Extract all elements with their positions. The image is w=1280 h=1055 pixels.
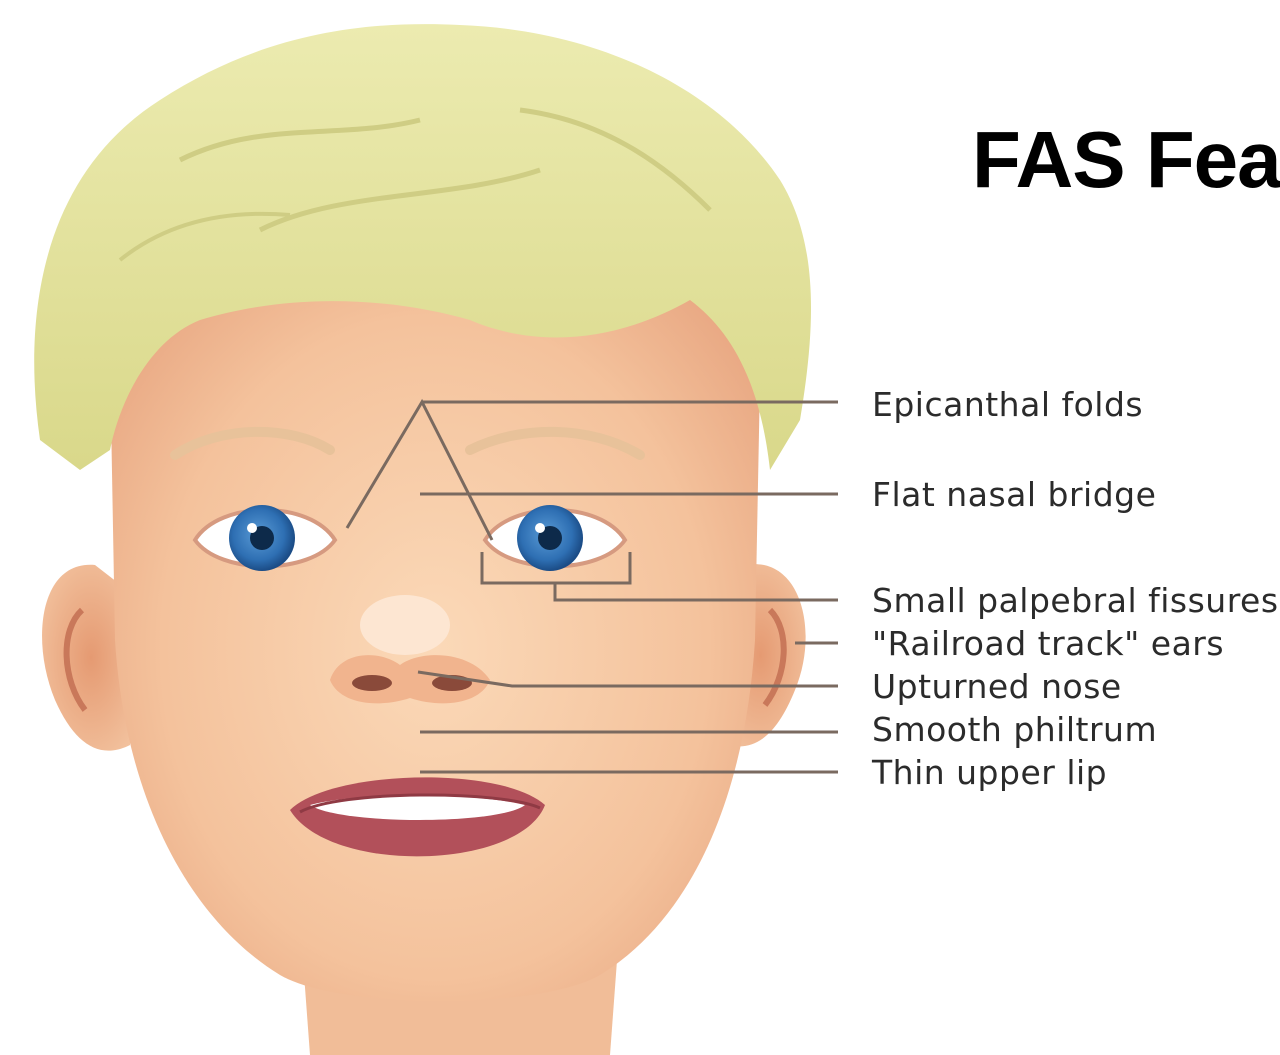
label-upturned-nose: Upturned nose [872,670,1122,703]
label-flat-nasal-bridge: Flat nasal bridge [872,478,1156,511]
label-epicanthal-folds: Epicanthal folds [872,388,1143,421]
label-smooth-philtrum: Smooth philtrum [872,713,1157,746]
label-thin-upper-lip: Thin upper lip [872,756,1107,789]
slide-title: FAS Feat [972,120,1280,200]
label-railroad-track-ears: "Railroad track" ears [872,627,1224,660]
label-small-palpebral-fissures: Small palpebral fissures [872,584,1279,617]
